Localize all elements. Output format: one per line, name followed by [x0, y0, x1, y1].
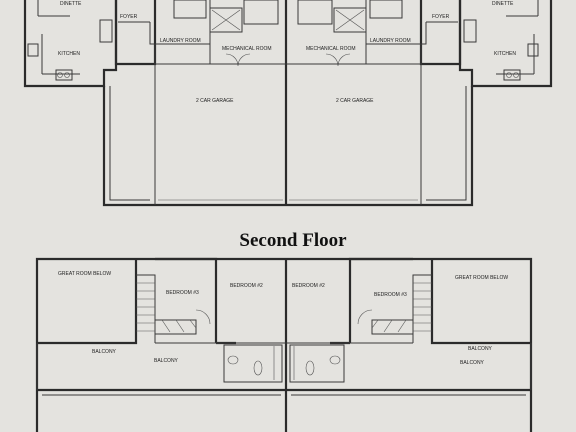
- right-garage-label: 2 CAR GARAGE: [336, 98, 374, 104]
- left-mechanical-label: MECHANICAL ROOM: [222, 46, 272, 52]
- right-mechanical-label: MECHANICAL ROOM: [306, 46, 356, 52]
- right-balcony-upper-label: BALCONY: [468, 346, 493, 352]
- left-garage-label: 2 CAR GARAGE: [196, 98, 234, 104]
- left-dinette-label: DINETTE: [60, 1, 82, 7]
- right-bedroom-3-label: BEDROOM #3: [374, 292, 407, 298]
- second-floor-plan: [35, 257, 533, 432]
- left-bedroom-2-label: BEDROOM #2: [230, 283, 263, 289]
- right-laundry-label: LAUNDRY ROOM: [370, 38, 411, 44]
- first-floor-plan: [23, 0, 553, 207]
- right-dinette-label: DINETTE: [492, 1, 514, 7]
- left-foyer-label: FOYER: [120, 14, 138, 20]
- left-great-room-below-label: GREAT ROOM BELOW: [58, 271, 111, 277]
- left-balcony-upper-label: BALCONY: [92, 349, 117, 355]
- left-kitchen-label: KITCHEN: [58, 51, 80, 57]
- right-kitchen-label: KITCHEN: [494, 51, 516, 57]
- right-bedroom-2-label: BEDROOM #2: [292, 283, 325, 289]
- right-foyer-label: FOYER: [432, 14, 450, 20]
- left-laundry-label: LAUNDRY ROOM: [160, 38, 201, 44]
- right-balcony-lower-label: BALCONY: [460, 360, 485, 366]
- left-bedroom-3-label: BEDROOM #3: [166, 290, 199, 296]
- floor-heading: Second Floor: [239, 230, 347, 251]
- left-balcony-lower-label: BALCONY: [154, 358, 179, 364]
- right-great-room-below-label: GREAT ROOM BELOW: [455, 275, 508, 281]
